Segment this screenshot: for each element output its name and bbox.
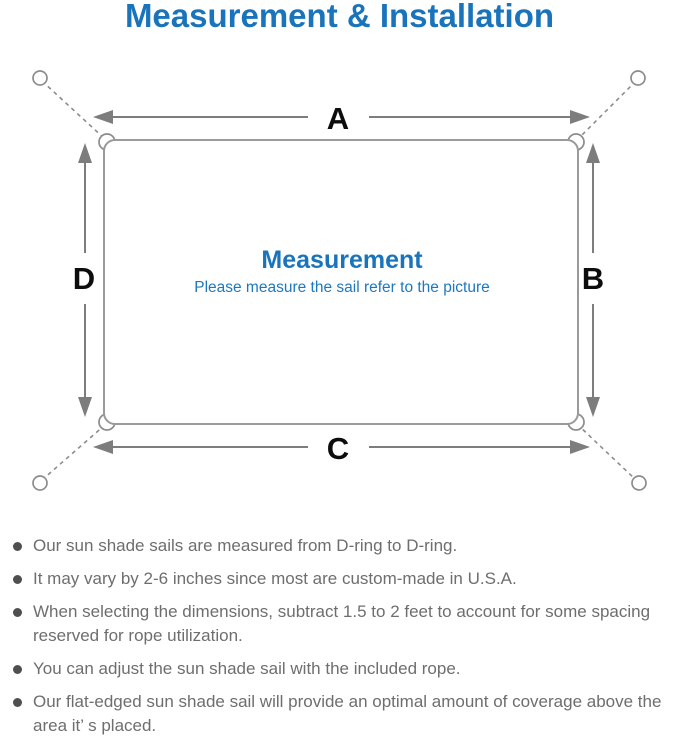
dimension-arrow-d bbox=[78, 143, 92, 417]
note-item-adjust-rope: You can adjust the sun shade sail with t… bbox=[13, 657, 665, 681]
dimension-label-c: C bbox=[327, 431, 349, 466]
dashed-line-bottom-right bbox=[576, 423, 637, 481]
dimension-label-a: A bbox=[327, 101, 349, 136]
diagram-center-subtitle: Please measure the sail refer to the pic… bbox=[194, 279, 490, 296]
note-item-measured-dring: Our sun shade sails are measured from D-… bbox=[13, 534, 665, 558]
measurement-diagram: A B C D Measurement Please measure the s… bbox=[32, 70, 647, 491]
dashed-line-bottom-left bbox=[41, 423, 107, 481]
dimension-arrow-b bbox=[586, 143, 600, 417]
dimension-label-b: B bbox=[582, 261, 604, 296]
notes-list: Our sun shade sails are measured from D-… bbox=[13, 534, 665, 739]
dimension-arrow-a bbox=[93, 110, 590, 124]
anchor-point-bottom-left bbox=[32, 475, 48, 491]
anchor-point-top-right bbox=[630, 70, 646, 86]
sail-outline bbox=[103, 139, 579, 425]
page-title: Measurement & Installation bbox=[124, 0, 555, 34]
dimension-arrow-c bbox=[93, 440, 590, 454]
note-item-vary-inches: It may vary by 2-6 inches since most are… bbox=[13, 567, 665, 591]
dashed-line-top-right bbox=[576, 80, 637, 141]
diagram-center-title: Measurement bbox=[261, 246, 423, 274]
dimension-label-d: D bbox=[73, 261, 95, 296]
note-item-flat-edged-coverage: Our flat-edged sun shade sail will provi… bbox=[13, 690, 665, 738]
anchor-point-top-left bbox=[32, 70, 48, 86]
dashed-line-top-left bbox=[41, 80, 107, 141]
anchor-point-bottom-right bbox=[631, 475, 647, 491]
note-item-subtract-feet: When selecting the dimensions, subtract … bbox=[13, 600, 665, 648]
